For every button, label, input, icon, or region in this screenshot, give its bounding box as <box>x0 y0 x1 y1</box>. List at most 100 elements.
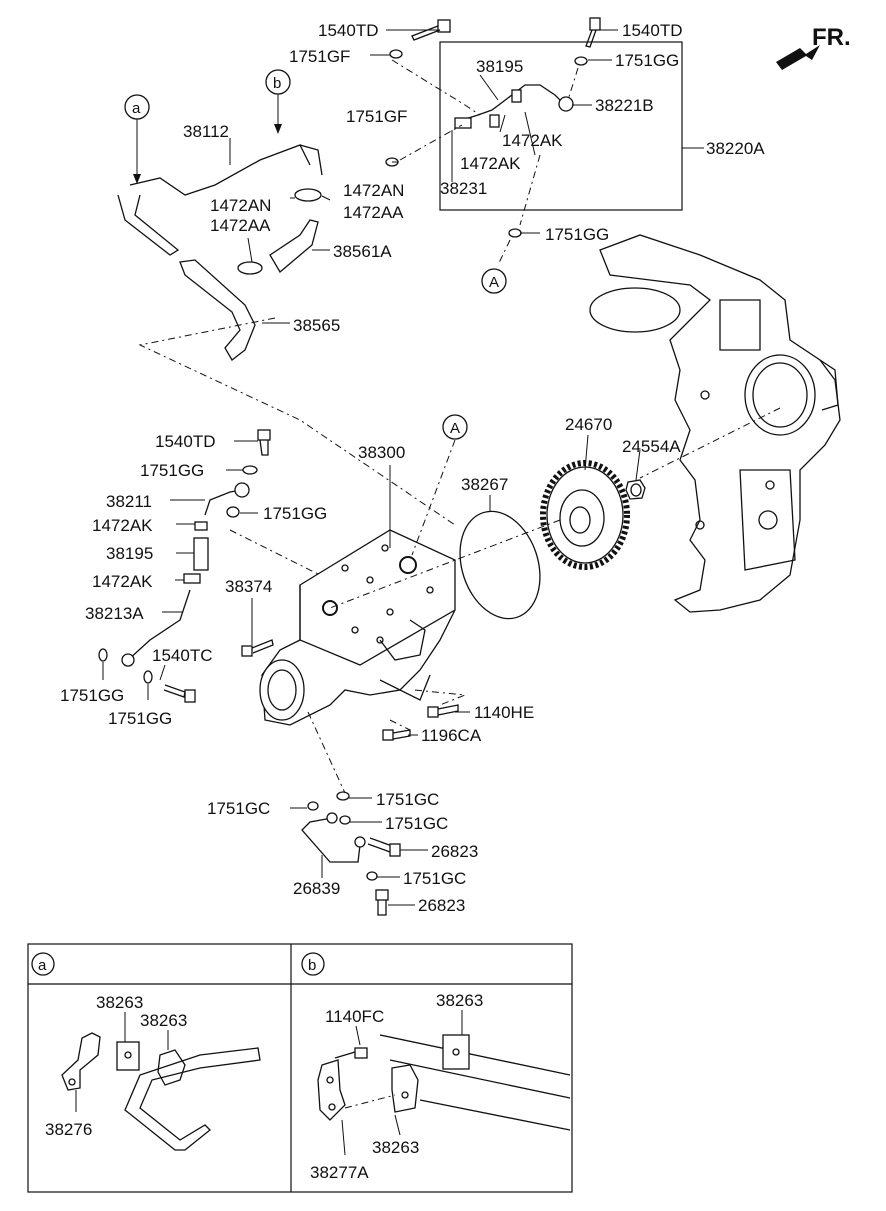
callout-A-mid: A <box>450 420 460 437</box>
label-1751GG-l1: 1751GG <box>60 686 124 705</box>
label-1472AK-c: 1472AK <box>92 516 153 535</box>
label-1751GG-mid2: 1751GG <box>263 504 327 523</box>
leader-lines <box>102 29 704 906</box>
detail-a-tag: a <box>38 957 47 974</box>
washer-1751GG <box>574 56 588 66</box>
front-label: FR. <box>812 24 851 51</box>
label-1472AK-a: 1472AK <box>502 131 563 150</box>
label-1751GC-1: 1751GC <box>376 790 439 809</box>
label-1472AN-right: 1472AN <box>343 181 404 200</box>
washer-1751GG-A <box>508 228 522 238</box>
label-1540TD-right: 1540TD <box>622 21 682 40</box>
label-1140HE: 1140HE <box>474 703 534 722</box>
clamp-1472AK-d <box>183 573 201 584</box>
bolt-1540TD <box>411 17 601 48</box>
pipe-38211 <box>204 482 250 516</box>
callout-A-top: A <box>489 274 499 291</box>
label-26839: 26839 <box>293 879 340 898</box>
label-38221B: 38221B <box>595 96 654 115</box>
washer-1751GG-l1 <box>98 648 108 662</box>
detail-b-label-38263-1: 38263 <box>436 991 483 1010</box>
label-38561A: 38561A <box>333 242 392 261</box>
reference-lines <box>138 59 781 794</box>
label-24670: 24670 <box>565 415 612 434</box>
pipe-38221B <box>454 84 574 129</box>
label-38195-mid: 38195 <box>106 544 153 563</box>
label-38220A: 38220A <box>706 139 765 158</box>
nut-24554A <box>625 479 646 500</box>
bolt-26823-1 <box>367 837 401 857</box>
bolt-26823-2 <box>375 889 389 916</box>
label-38565: 38565 <box>293 316 340 335</box>
detail-a-drawing <box>61 1012 261 1151</box>
bolt-1540TC <box>163 684 196 703</box>
detail-a-label-38276: 38276 <box>45 1120 92 1139</box>
label-1751GF-top: 1751GF <box>289 47 350 66</box>
label-1472AA-right: 1472AA <box>343 203 404 222</box>
assembly-box-38220A <box>439 41 683 211</box>
clamp-1472AN <box>237 188 322 275</box>
part-labels: 1540TD 1751GF 38195 1540TD 1751GG 38221B… <box>60 21 765 915</box>
label-1751GG-right: 1751GG <box>615 51 679 70</box>
label-24554A: 24554A <box>622 437 681 456</box>
detail-b-label-38263-2: 38263 <box>372 1138 419 1157</box>
detail-a-label-38263-2: 38263 <box>140 1011 187 1030</box>
label-1751GG-mid1: 1751GG <box>140 461 204 480</box>
hose-38195 <box>193 537 209 571</box>
detail-b-tag: b <box>308 957 316 974</box>
callout-b: b <box>273 75 281 92</box>
label-26823-1: 26823 <box>431 842 478 861</box>
detail-a-tag-circle <box>31 952 55 976</box>
detail-b-tag-circle <box>301 952 325 976</box>
label-38195-top: 38195 <box>476 57 523 76</box>
hose-38561A <box>269 219 319 273</box>
detail-panels <box>27 943 573 1193</box>
label-1540TD-top: 1540TD <box>318 21 378 40</box>
callout-b-circle <box>265 69 291 134</box>
label-1472AK-d: 1472AK <box>92 572 153 591</box>
label-1751GF-mid: 1751GF <box>346 107 407 126</box>
callout-A-circle-top <box>481 268 507 294</box>
bolt-1196CA <box>382 729 411 741</box>
detail-b-drawing <box>317 1010 571 1156</box>
washer-1751GG-l2 <box>143 670 153 684</box>
detail-a-label-38263-1: 38263 <box>96 993 143 1012</box>
callout-a: a <box>132 100 141 117</box>
label-26823-2: 26823 <box>418 896 465 915</box>
label-1751GC-3: 1751GC <box>385 814 448 833</box>
label-38374: 38374 <box>225 577 272 596</box>
label-1540TD-mid: 1540TD <box>155 432 215 451</box>
washer-1751GC-3 <box>339 815 351 825</box>
pipe-26839 <box>301 812 366 863</box>
label-38231: 38231 <box>440 179 487 198</box>
label-1751GG-l2: 1751GG <box>108 709 172 728</box>
bolt-1140HE <box>427 704 459 718</box>
label-1751GG-A: 1751GG <box>545 225 609 244</box>
hose-38112 <box>117 144 323 256</box>
label-38112: 38112 <box>183 122 229 141</box>
clamp-1472AK-c <box>194 521 208 531</box>
washer-1751GC-4 <box>366 871 378 881</box>
gear-24670 <box>540 460 630 570</box>
engine-block <box>589 234 841 613</box>
detail-b-label-38277A: 38277A <box>310 1163 369 1182</box>
pipe-38213A <box>121 589 191 667</box>
label-38211: 38211 <box>106 492 152 511</box>
label-1196CA: 1196CA <box>421 726 482 745</box>
label-38213A: 38213A <box>85 604 144 623</box>
label-38300: 38300 <box>358 443 405 462</box>
hose-38565 <box>179 259 256 361</box>
washer-1751GG-mid2 <box>226 506 240 518</box>
label-1751GC-2: 1751GC <box>207 799 270 818</box>
gasket-38267 <box>459 510 541 620</box>
washer-1751GF <box>389 49 403 59</box>
label-1540TC: 1540TC <box>152 646 212 665</box>
label-1472AA-left: 1472AA <box>210 216 271 235</box>
label-38267: 38267 <box>461 475 508 494</box>
bolt-1540TD-mid <box>257 429 271 456</box>
callout-A-circle-mid <box>442 414 468 440</box>
washer-1751GG-mid1 <box>242 465 258 475</box>
compressor-38300 <box>259 529 456 726</box>
washer-1751GC-2 <box>307 801 319 811</box>
